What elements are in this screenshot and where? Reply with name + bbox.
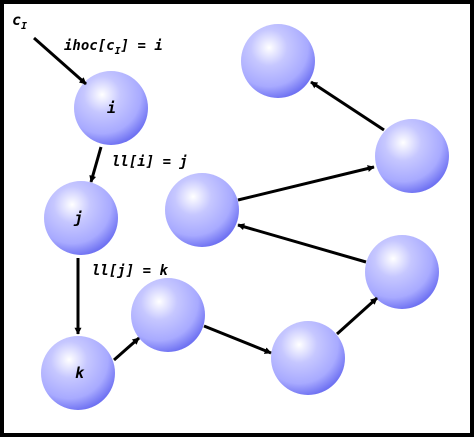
pointer-label: cI (12, 11, 27, 32)
node-i-label: i (107, 99, 116, 117)
arrow-7-to-8 (237, 223, 367, 264)
arrow-8-to-9 (237, 165, 375, 202)
edge-label-i-to-j: ll[i] = j (112, 154, 188, 170)
node-k-label: k (75, 364, 85, 382)
node-j-sphere (44, 181, 118, 255)
arrow-k-to-5 (113, 336, 140, 362)
arrow-head-to-i (33, 36, 87, 86)
node-j-label: j (73, 209, 83, 227)
arrow-6-to-7 (335, 296, 379, 336)
edge-label-head: ihoc[cI] = i (64, 38, 163, 57)
edge-label-j-to-k: ll[j] = k (92, 263, 168, 279)
node-6-sphere (271, 321, 345, 395)
node-9-sphere (375, 119, 449, 193)
node-10-sphere (241, 24, 315, 98)
node-5-sphere (131, 278, 205, 352)
arrow-9-to-10 (310, 80, 385, 132)
node-i-sphere (74, 71, 148, 145)
node-8-sphere (165, 173, 239, 247)
arrow-i-to-j (89, 146, 103, 183)
node-7-sphere (365, 235, 439, 309)
arrow-5-to-6 (203, 324, 272, 355)
node-k-sphere (41, 336, 115, 410)
